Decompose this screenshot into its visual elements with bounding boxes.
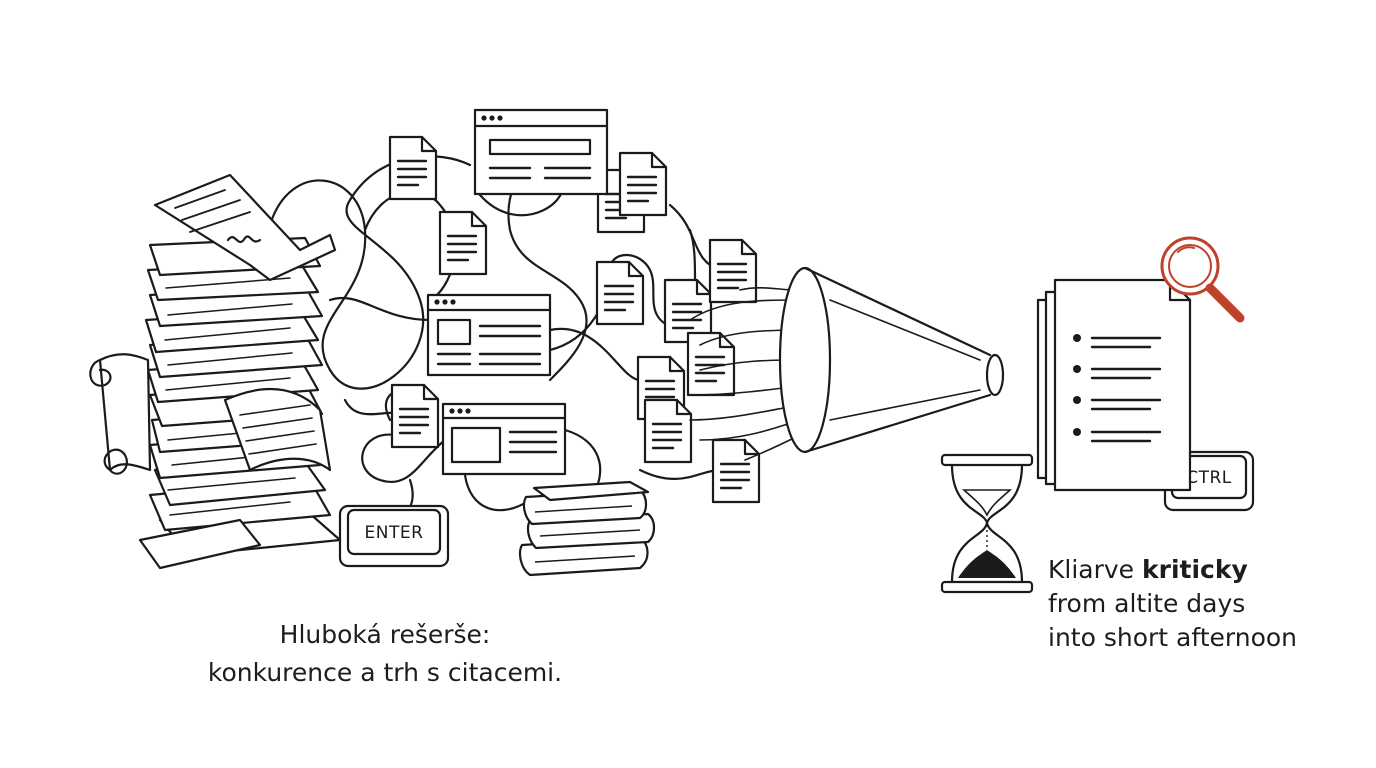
enter-key-icon: ENTER — [338, 504, 450, 568]
paper-pile — [138, 173, 342, 570]
document-icon — [643, 398, 693, 464]
scroll-icon — [89, 353, 152, 475]
document-icon — [390, 383, 440, 449]
document-icon — [388, 135, 438, 201]
left-caption: Hluboká rešerše: konkurence a trh s cita… — [150, 616, 620, 692]
browser-window-icon — [426, 293, 552, 377]
right-caption-line-1: Kliarve kriticky — [1048, 553, 1368, 587]
right-caption-line-2: from altite days — [1048, 589, 1246, 618]
left-caption-line-2: konkurence a trh s citacemi. — [207, 658, 563, 687]
right-caption-bold: kriticky — [1142, 555, 1248, 584]
document-icon — [618, 151, 668, 217]
magnifier-icon — [1160, 236, 1245, 323]
document-icon — [711, 438, 761, 504]
left-caption-line-1: Hluboká rešerše: — [279, 620, 491, 649]
ctrl-key-label: CTRL — [1186, 468, 1232, 488]
funnel-icon — [778, 266, 1005, 454]
browser-window-icon — [473, 108, 609, 196]
result-document-stack-icon — [1036, 278, 1192, 492]
enter-key-label: ENTER — [365, 523, 424, 543]
right-caption-line-3: into short afternoon — [1048, 623, 1298, 652]
document-icon — [438, 210, 488, 276]
right-caption-regular: Kliarve — [1048, 555, 1143, 584]
book-stack-icon — [519, 480, 656, 577]
document-icon — [595, 260, 645, 326]
right-caption: Kliarve kriticky from altite days into s… — [1048, 553, 1368, 655]
hourglass-icon — [940, 453, 1034, 594]
browser-window-icon — [441, 402, 567, 476]
document-icon — [708, 238, 758, 304]
